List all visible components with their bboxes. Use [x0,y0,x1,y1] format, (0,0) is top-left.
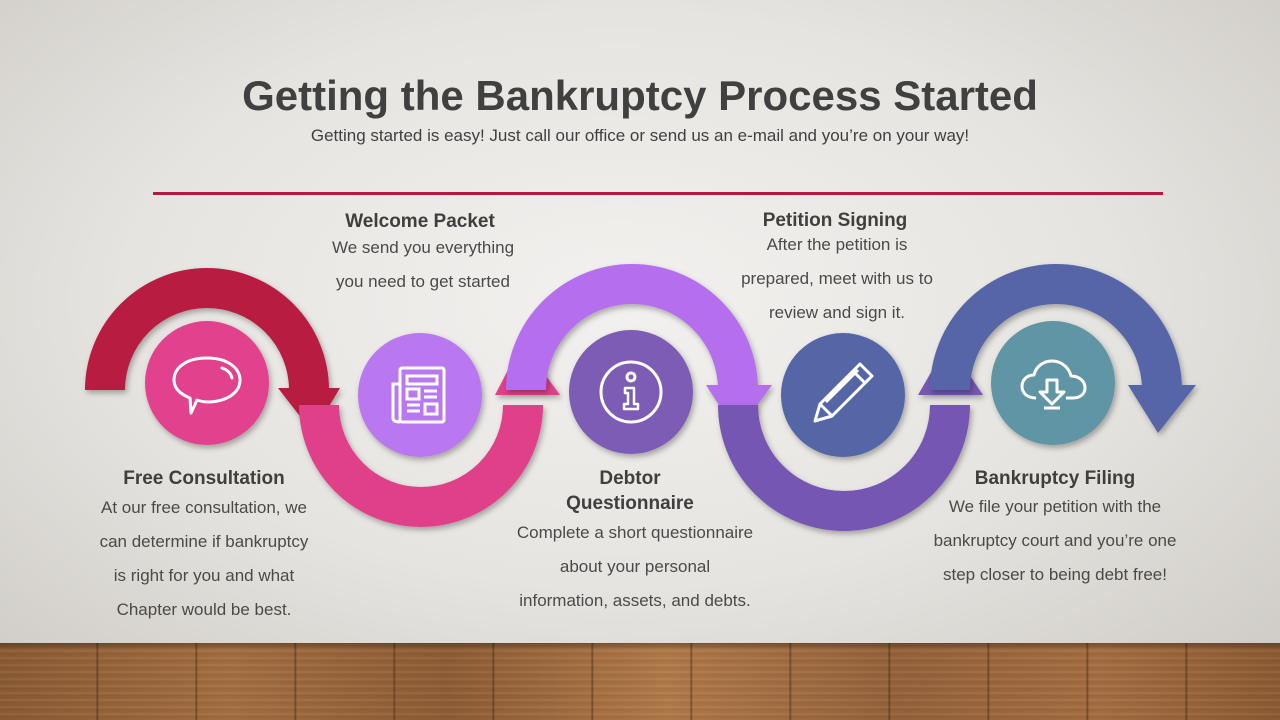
pencil-icon [813,362,874,423]
step-2-arc [299,404,543,527]
step-4-line-2: prepared, meet with us to [741,269,933,288]
step-3-heading: Debtor Questionnaire [505,466,755,516]
step-3-circle [569,330,693,454]
step-5-circle [991,321,1115,445]
step-1-line-1: At our free consultation, we [100,498,307,517]
step-1-circle [145,321,269,445]
wood-floor [0,643,1280,720]
step-1-arc [85,268,329,391]
step-5-arc [930,264,1182,391]
step-3-heading-line-2: Questionnaire [566,493,694,514]
newspaper-icon [391,366,446,424]
speech-bubble-icon [172,356,242,415]
step-2-description: We send you everything you need to get s… [283,231,563,299]
divider-rule [153,192,1163,195]
step-4-line-1: After the petition is [766,235,908,254]
step-3-heading-line-1: Debtor [599,468,661,489]
info-icon [599,360,663,424]
step-5-line-2: bankruptcy court and you’re one [933,531,1177,550]
step-5-line-1: We file your petition with the [948,497,1162,516]
step-1-description: At our free consultation, we can determi… [64,491,344,627]
step-4-description: After the petition is prepared, meet wit… [697,228,977,330]
step-1-heading: Free Consultation [123,468,285,489]
step-1-line-2: can determine if bankruptcy [99,532,309,551]
page-title: Getting the Bankruptcy Process Started [242,72,1038,119]
step-2-heading: Welcome Packet [345,211,495,232]
step-5-heading: Bankruptcy Filing [974,468,1136,489]
step-2-line-2: you need to get started [336,272,510,291]
step-1-line-3: is right for you and what [113,566,295,585]
step-5-arrow [930,264,1196,433]
step-5-description: We file your petition with the bankruptc… [905,490,1205,592]
step-4-arc [718,404,970,531]
step-3-description: Complete a short questionnaire about you… [480,516,790,618]
step-1-line-4: Chapter would be best. [116,600,292,619]
step-4-circle [781,333,905,457]
step-5-arrowhead [1128,385,1196,433]
cloud-download-icon [1020,359,1087,410]
step-4-line-3: review and sign it. [768,303,906,322]
step-4-heading: Petition Signing [762,210,908,231]
step-3-line-1: Complete a short questionnaire [516,523,754,542]
page-subtitle: Getting started is easy! Just call our o… [310,126,970,145]
step-3-arc [506,264,758,391]
step-2-line-1: We send you everything [331,238,515,257]
step-3-line-3: information, assets, and debts. [519,591,751,610]
step-5-line-3: step closer to being debt free! [943,565,1167,584]
step-3-line-2: about your personal [559,557,711,576]
